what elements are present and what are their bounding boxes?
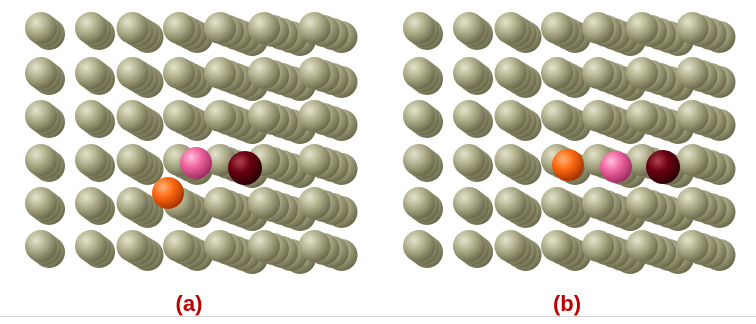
lattice-atom <box>541 12 573 44</box>
lattice-atom <box>25 144 57 176</box>
lattice-atom <box>204 57 236 89</box>
lattice-atom <box>298 12 331 44</box>
lattice-atom <box>75 12 107 44</box>
lattice-atom <box>163 230 195 262</box>
panel-a: (a) <box>25 12 358 316</box>
lattice-atom <box>204 12 236 44</box>
lattice-atom <box>204 230 236 262</box>
lattice-atom <box>248 57 280 89</box>
lattice-atom <box>676 230 709 262</box>
lattice-atom <box>494 100 527 132</box>
maroon-atom <box>646 150 680 184</box>
lattice-atom <box>25 230 57 262</box>
lattice-atom <box>626 57 658 89</box>
bottom-divider <box>0 316 756 317</box>
atom-lattice-a <box>25 12 358 274</box>
lattice-atom <box>582 100 614 132</box>
lattice-atom <box>541 100 573 132</box>
lattice-atom <box>116 230 149 262</box>
lattice-atom <box>75 100 107 132</box>
lattice-atom <box>494 144 527 176</box>
lattice-atom <box>298 230 331 262</box>
lattice-atom <box>298 57 331 89</box>
pink-atom <box>600 151 632 183</box>
lattice-atom <box>403 230 435 262</box>
lattice-atom <box>403 57 435 89</box>
lattice-atom <box>298 144 331 176</box>
lattice-atom <box>676 187 709 219</box>
lattice-atom <box>298 100 331 132</box>
lattice-atom <box>453 144 485 176</box>
lattice-atom <box>403 12 435 44</box>
lattice-atom <box>116 187 149 219</box>
lattice-atom <box>403 144 435 176</box>
lattice-atom <box>494 12 527 44</box>
lattice-atom <box>582 12 614 44</box>
lattice-atom <box>25 187 57 219</box>
lattice-atom <box>163 57 195 89</box>
lattice-atom <box>75 230 107 262</box>
lattice-atom <box>582 230 614 262</box>
lattice-atom <box>582 57 614 89</box>
lattice-atom <box>453 187 485 219</box>
lattice-atom <box>25 12 57 44</box>
lattice-atom <box>453 100 485 132</box>
lattice-atom <box>248 12 280 44</box>
lattice-atom <box>676 57 709 89</box>
lattice-atom <box>75 57 107 89</box>
panel-b: (b) <box>378 0 756 324</box>
lattice-atom <box>403 187 435 219</box>
atom-lattice-b <box>403 12 736 274</box>
lattice-atom <box>626 100 658 132</box>
lattice-atom <box>676 144 709 176</box>
lattice-atom <box>204 100 236 132</box>
lattice-atom <box>582 187 614 219</box>
lattice-atom <box>116 12 149 44</box>
lattice-atom <box>116 57 149 89</box>
lattice-atom <box>494 187 527 219</box>
lattice-atom <box>298 187 331 219</box>
lattice-atom <box>541 57 573 89</box>
lattice-atom <box>25 57 57 89</box>
caption-b: (b) <box>552 291 582 316</box>
lattice-atom <box>75 187 107 219</box>
lattice-atom <box>626 187 658 219</box>
lattice-atom <box>676 100 709 132</box>
lattice-atom <box>25 100 57 132</box>
orange-atom <box>152 177 184 209</box>
lattice-atom <box>248 100 280 132</box>
lattice-atom <box>248 230 280 262</box>
lattice-atom <box>453 12 485 44</box>
lattice-atom <box>541 187 573 219</box>
lattice-atom <box>494 230 527 262</box>
lattice-atom <box>204 187 236 219</box>
lattice-atom <box>626 12 658 44</box>
lattice-atom <box>248 187 280 219</box>
lattice-atom <box>541 230 573 262</box>
maroon-atom <box>228 151 262 185</box>
lattice-atom <box>116 100 149 132</box>
lattice-atom <box>453 57 485 89</box>
lattice-atom <box>116 144 149 176</box>
lattice-atom <box>163 12 195 44</box>
orange-atom <box>552 149 584 181</box>
lattice-atom <box>494 57 527 89</box>
lattice-atom <box>453 230 485 262</box>
lattice-atom <box>163 100 195 132</box>
lattice-atom <box>626 230 658 262</box>
lattice-atom <box>676 12 709 44</box>
lattice-atom <box>75 144 107 176</box>
pink-atom <box>180 147 212 179</box>
caption-a: (a) <box>175 291 203 316</box>
lattice-atom <box>403 100 435 132</box>
